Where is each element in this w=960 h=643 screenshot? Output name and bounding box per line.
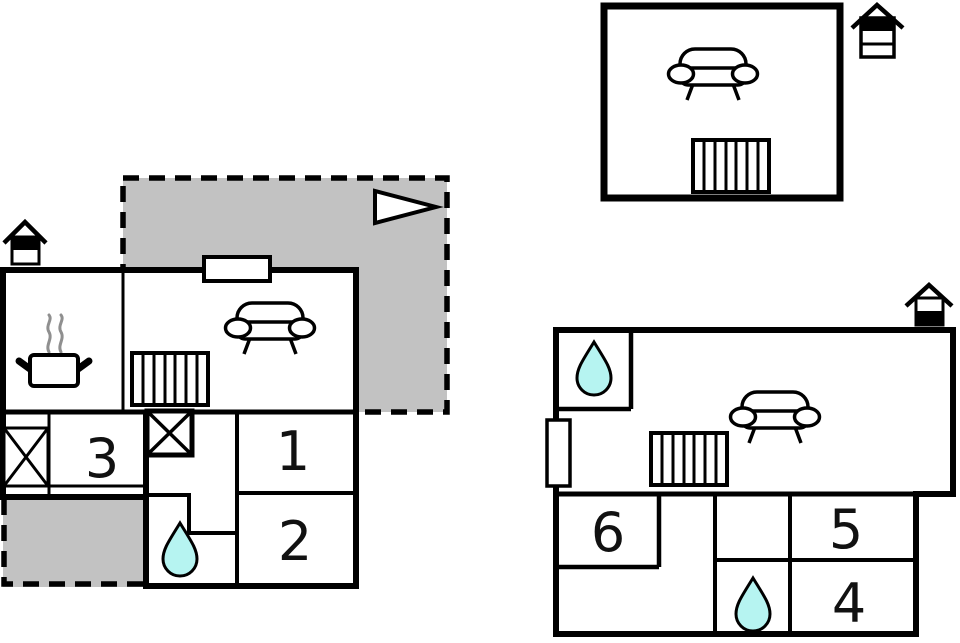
radiator-icon [691, 138, 771, 194]
steam-line [46, 313, 52, 354]
steam-line [58, 313, 64, 354]
small-terrace-area [3, 497, 144, 587]
room-label-3: 3 [85, 427, 119, 490]
cooking-pot-icon [15, 313, 93, 388]
bathroom-wall [146, 493, 237, 535]
window-icon [202, 255, 272, 283]
chimney-icon [2, 218, 48, 266]
chimney-icon [850, 1, 905, 59]
shower-room-wall [556, 330, 634, 412]
radiator-icon [649, 431, 729, 487]
room-label-1: 1 [276, 420, 310, 483]
room-label-2: 2 [278, 510, 312, 573]
pot-body [28, 353, 80, 388]
attic-building [600, 2, 844, 202]
cross-box-icon [2, 426, 50, 488]
ground-floor-building: 3 1 2 [0, 255, 359, 589]
window-icon [545, 418, 572, 488]
stairs-cross-icon [144, 408, 195, 458]
room6-wall [556, 494, 662, 570]
room-label-6: 6 [591, 501, 625, 564]
small-terrace-dashed-edge [1, 499, 143, 587]
radiator-icon [130, 351, 210, 407]
first-floor-building: 6 5 4 [545, 327, 956, 637]
room-label-4: 4 [832, 572, 866, 635]
room-label-5: 5 [829, 498, 863, 561]
chimney-icon [904, 281, 954, 327]
north-arrow-icon [373, 188, 444, 226]
